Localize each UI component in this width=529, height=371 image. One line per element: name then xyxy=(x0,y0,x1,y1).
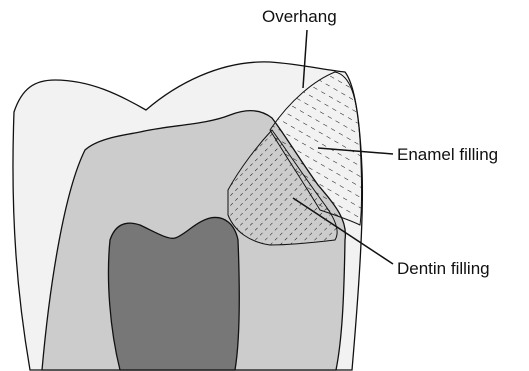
pulp-chamber xyxy=(108,217,239,370)
overhang-label: Overhang xyxy=(262,8,337,25)
dentin-filling-label: Dentin filling xyxy=(397,260,490,277)
enamel-filling-label: Enamel filling xyxy=(397,146,498,163)
